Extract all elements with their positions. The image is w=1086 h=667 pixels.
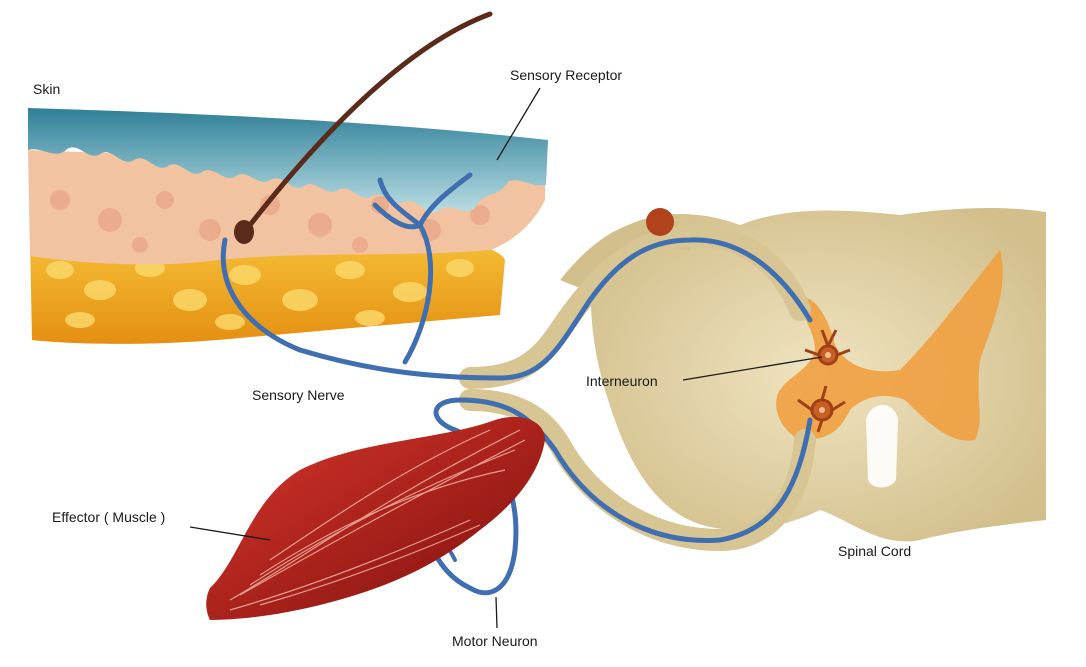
motor-neuron-leader-line — [495, 596, 498, 629]
sensory-branch — [372, 172, 473, 365]
skin-label: Skin — [33, 81, 61, 97]
interneuron-leader-line — [682, 356, 823, 381]
muscle — [206, 416, 545, 620]
motor-neuron-path — [407, 397, 813, 596]
effector-label: Effector ( Muscle ) — [52, 509, 166, 525]
motor-neuron-label: Motor Neuron — [452, 633, 538, 649]
hair-shaft — [247, 11, 493, 228]
central-fissure — [866, 405, 898, 488]
gray-matter — [776, 250, 1003, 441]
muscle-body — [206, 416, 545, 620]
hair-follicle — [234, 220, 254, 244]
sensory-nerve — [220, 237, 813, 381]
receptor-leader-line — [496, 87, 541, 161]
leader-lines — [189, 87, 823, 629]
sensory-nerve-label: Sensory Nerve — [252, 387, 345, 403]
interneuron-cells — [797, 329, 851, 433]
nerve-sheath — [459, 224, 816, 551]
epidermis — [28, 108, 548, 213]
interneuron-cell — [804, 329, 851, 366]
spinal-cord-label: Spinal Cord — [838, 543, 912, 559]
effector-leader-line — [189, 526, 271, 541]
interneuron-label: Interneuron — [586, 373, 658, 389]
skin-section — [28, 11, 548, 344]
ganglion-cell-body — [646, 208, 674, 236]
sensory-receptor-label: Sensory Receptor — [510, 67, 623, 83]
